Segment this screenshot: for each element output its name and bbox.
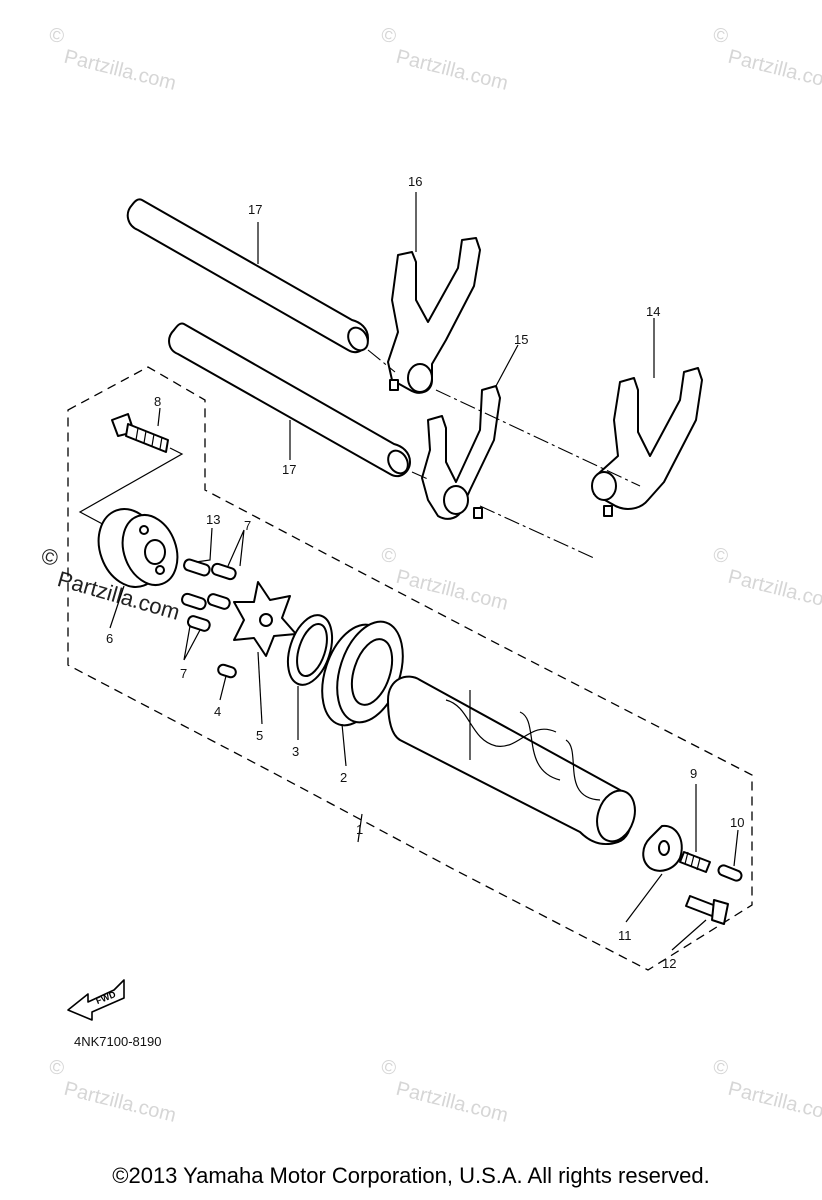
watermark: © bbox=[711, 1056, 731, 1081]
callout-3: 3 bbox=[292, 744, 299, 759]
leader-8-lower bbox=[78, 447, 184, 529]
callout-5: 5 bbox=[256, 728, 263, 743]
shift-fork-15 bbox=[421, 385, 501, 520]
watermark: Partzilla.com bbox=[726, 46, 822, 95]
segment-plate-5 bbox=[233, 581, 297, 657]
callouts: 1 2 3 4 5 6 7 7 8 9 10 11 12 13 14 15 16… bbox=[106, 174, 744, 971]
watermark: Partzilla.com bbox=[394, 46, 510, 95]
bearing-2 bbox=[321, 620, 404, 727]
callout-4: 4 bbox=[214, 704, 221, 719]
callout-6: 6 bbox=[106, 631, 113, 646]
washer-3 bbox=[286, 614, 334, 686]
shift-fork-shaft-upper bbox=[126, 198, 369, 354]
watermark: © bbox=[379, 544, 399, 569]
callout-7-upper: 7 bbox=[244, 518, 251, 533]
diagram-code: 4NK7100-8190 bbox=[74, 1034, 162, 1049]
center-line-upper bbox=[367, 349, 641, 487]
callout-12: 12 bbox=[662, 956, 676, 971]
watermark: © bbox=[47, 24, 67, 49]
watermark: © bbox=[47, 1056, 67, 1081]
stopper-plate-11 bbox=[642, 824, 683, 872]
callout-16: 16 bbox=[408, 174, 422, 189]
shift-fork-14 bbox=[591, 367, 703, 517]
pin-13 bbox=[183, 558, 211, 577]
callout-17-lower: 17 bbox=[282, 462, 296, 477]
watermark: © bbox=[379, 24, 399, 49]
watermark: © bbox=[711, 544, 731, 569]
watermark: © bbox=[711, 24, 731, 49]
callout-11: 11 bbox=[618, 928, 632, 943]
screw-8 bbox=[111, 413, 169, 453]
shift-drum-segment-6 bbox=[97, 508, 179, 588]
pin-10 bbox=[717, 864, 743, 882]
callout-15: 15 bbox=[514, 332, 528, 347]
watermark: © bbox=[379, 1056, 399, 1081]
spring-9 bbox=[679, 851, 711, 873]
callout-8: 8 bbox=[154, 394, 161, 409]
callout-17-upper: 17 bbox=[248, 202, 262, 217]
pin-7a bbox=[211, 562, 237, 581]
callout-10: 10 bbox=[730, 815, 744, 830]
watermark-dark: © bbox=[39, 543, 61, 572]
watermark: Partzilla.com bbox=[62, 46, 178, 95]
shift-drum bbox=[387, 675, 636, 846]
watermark: Partzilla.com bbox=[726, 1078, 822, 1127]
callout-7-lower: 7 bbox=[180, 666, 187, 681]
fwd-arrow-icon: FWD bbox=[67, 979, 125, 1021]
pin-7d bbox=[186, 615, 211, 632]
watermark: Partzilla.com bbox=[394, 1078, 510, 1127]
pin-4 bbox=[217, 663, 237, 679]
screw-12 bbox=[685, 895, 729, 925]
callout-9: 9 bbox=[690, 766, 697, 781]
callout-1: 1 bbox=[356, 822, 363, 837]
center-line-lower bbox=[411, 471, 595, 559]
watermark: Partzilla.com bbox=[394, 566, 510, 615]
pin-7c bbox=[206, 593, 231, 610]
leader-lines bbox=[109, 192, 739, 951]
callout-13: 13 bbox=[206, 512, 220, 527]
shift-fork-shaft-lower bbox=[168, 322, 411, 478]
pin-7b bbox=[181, 592, 207, 611]
watermark: Partzilla.com bbox=[726, 566, 822, 615]
assembly-boundary bbox=[67, 366, 753, 971]
callout-14: 14 bbox=[646, 304, 660, 319]
shift-fork-16 bbox=[387, 237, 481, 394]
callout-2: 2 bbox=[340, 770, 347, 785]
watermark: Partzilla.com bbox=[62, 1078, 178, 1127]
copyright-notice: ©2013 Yamaha Motor Corporation, U.S.A. A… bbox=[112, 1163, 710, 1188]
